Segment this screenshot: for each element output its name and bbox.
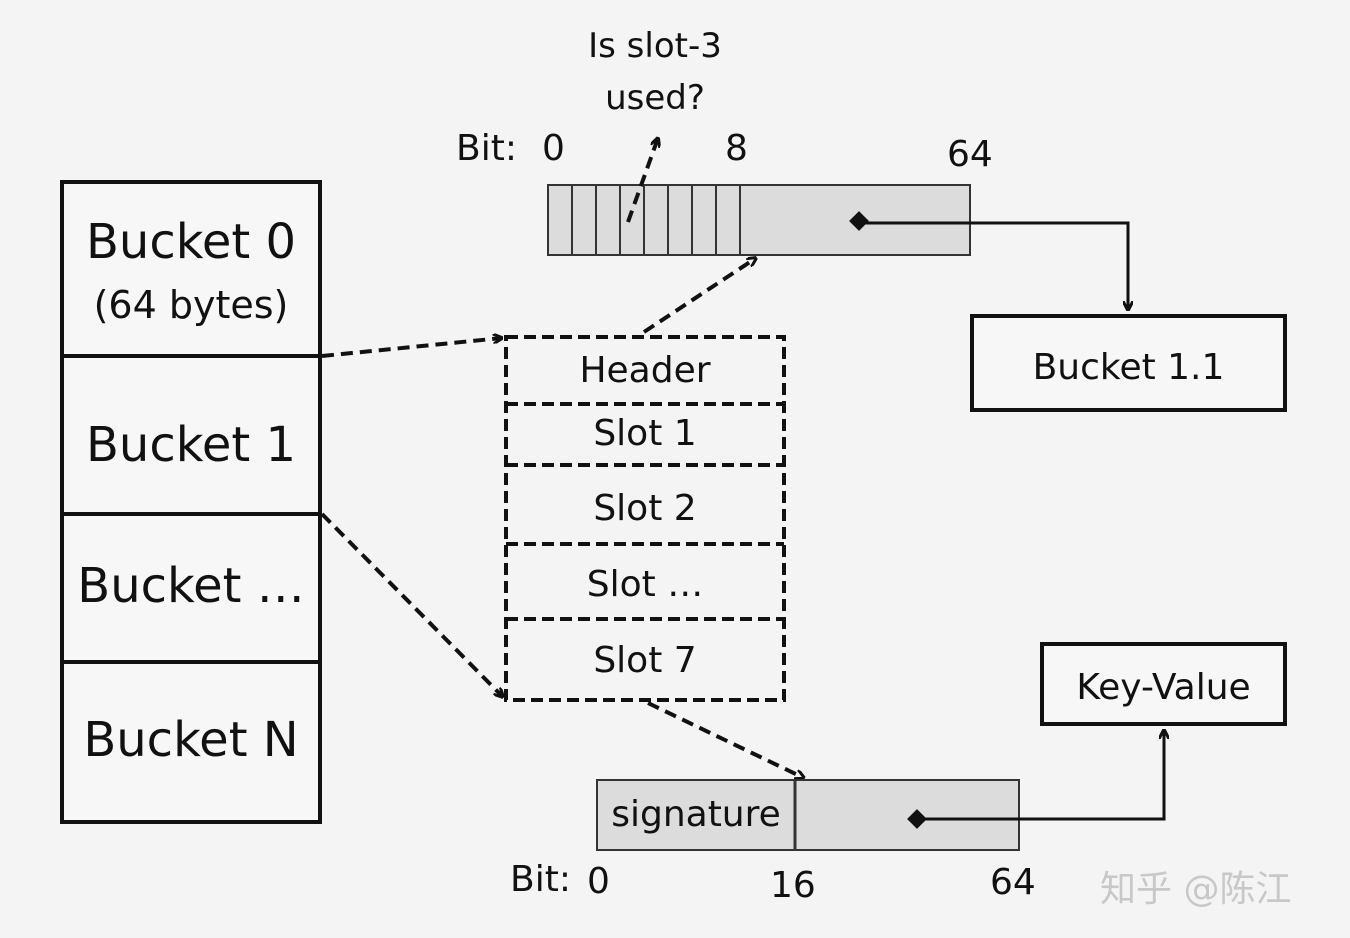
- slot-1-label: Slot 1: [593, 413, 697, 454]
- slot3-question-arrow: [626, 138, 658, 223]
- header-bit-64: 64: [947, 134, 993, 175]
- signature-label: signature: [611, 794, 781, 835]
- bucket-slot-layout: [504, 335, 786, 702]
- bucket-array: [60, 180, 322, 824]
- bucket-0-size: (64 bytes): [93, 283, 289, 327]
- entry-bit-64: 64: [990, 862, 1036, 903]
- question-line-2: used?: [605, 78, 705, 118]
- key-value-label: Key-Value: [1076, 667, 1251, 708]
- bucket-0-title: Bucket 0: [86, 214, 296, 270]
- key-value-box: [1040, 642, 1287, 726]
- entry-bit-16: 16: [770, 865, 816, 906]
- kv-pointer-arrow: [917, 730, 1164, 821]
- overflow-bucket-label: Bucket 1.1: [1032, 347, 1225, 388]
- slot-entry-field: [596, 779, 1020, 851]
- slot-2-label: Slot 2: [593, 488, 697, 529]
- slot-7-label: Slot 7: [593, 640, 697, 681]
- bucket-more-label: Bucket …: [77, 558, 305, 614]
- slot-more-label: Slot …: [586, 564, 704, 605]
- entry-bit-prefix: Bit:: [510, 859, 571, 900]
- overflow-bucket-box: [970, 314, 1287, 412]
- header-bit-8: 8: [725, 128, 748, 169]
- bucket-n-label: Bucket N: [83, 712, 299, 768]
- header-bitmap: [547, 184, 971, 256]
- header-to-bitmap-arrow: [642, 258, 756, 334]
- bucket1-to-layout-arrow: [321, 338, 502, 358]
- header-label: Header: [579, 350, 711, 391]
- question-line-1: Is slot-3: [588, 26, 722, 66]
- slot7-to-entry-arrow: [647, 701, 804, 778]
- header-bit-prefix: Bit:: [456, 128, 517, 169]
- entry-bit-0: 0: [587, 861, 610, 902]
- bucket1-bottom-arrow: [320, 512, 503, 697]
- header-bit-0: 0: [542, 128, 565, 169]
- watermark-text: 知乎 @陈江: [1100, 869, 1292, 910]
- bucket-1-label: Bucket 1: [86, 417, 296, 473]
- overflow-pointer-arrow: [859, 221, 1128, 310]
